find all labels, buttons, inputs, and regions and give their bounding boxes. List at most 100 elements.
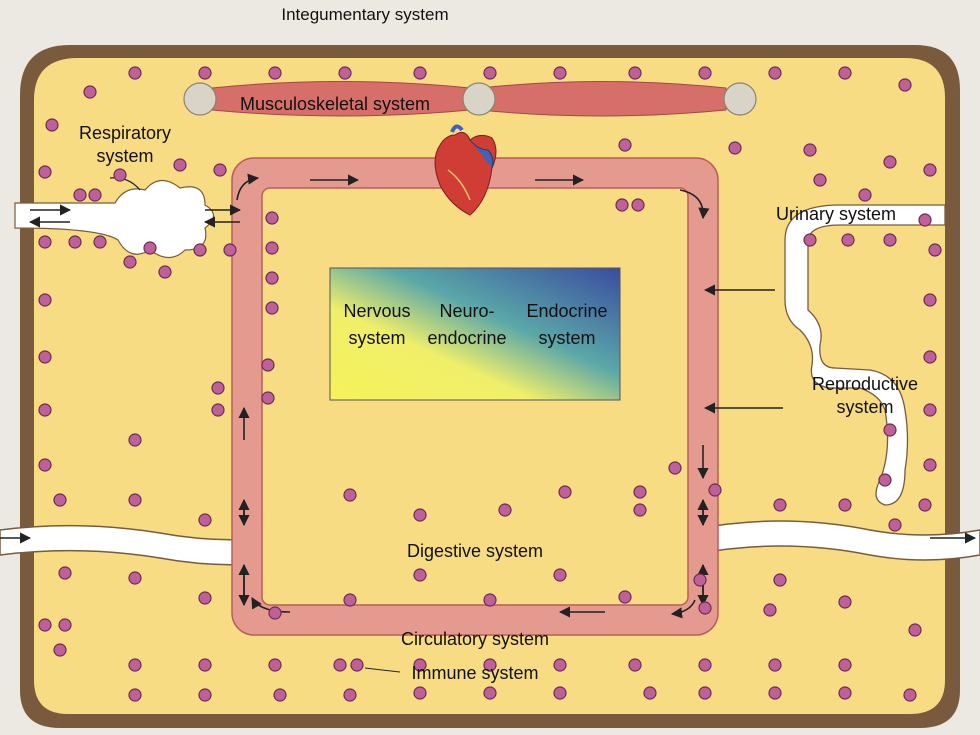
immune-cell [265, 241, 279, 255]
immune-cell [45, 118, 59, 132]
label-circulatory: Circulatory system [401, 629, 549, 649]
immune-cell [338, 66, 352, 80]
immune-cell [838, 66, 852, 80]
immune-cell [768, 686, 782, 700]
immune-cell [878, 473, 892, 487]
immune-cell [198, 658, 212, 672]
immune-cell [628, 658, 642, 672]
immune-cell [343, 488, 357, 502]
label-immune: Immune system [411, 663, 538, 683]
immune-cell [261, 391, 275, 405]
immune-cell [838, 595, 852, 609]
label-endocrine-line1: Endocrine [526, 301, 607, 321]
immune-cell [631, 198, 645, 212]
bone-joint-right [723, 82, 757, 116]
immune-cell [923, 163, 937, 177]
immune-cell [918, 213, 932, 227]
immune-cell [668, 461, 682, 475]
immune-cell [193, 243, 207, 257]
immune-cell [143, 241, 157, 255]
label-reproductive-line1: Reproductive [812, 374, 918, 394]
immune-cell [698, 66, 712, 80]
immune-cell [268, 66, 282, 80]
immune-cell [483, 658, 497, 672]
immune-cell [265, 271, 279, 285]
immune-cell [803, 143, 817, 157]
immune-cell [413, 66, 427, 80]
immune-cell [38, 350, 52, 364]
label-digestive: Digestive system [407, 541, 543, 561]
immune-cell [763, 603, 777, 617]
immune-cell [838, 498, 852, 512]
immune-cell [211, 403, 225, 417]
immune-cell [615, 198, 629, 212]
immune-cell [923, 403, 937, 417]
bone-joint-left [183, 82, 217, 116]
immune-cell [38, 165, 52, 179]
label-respiratory-line1: Respiratory [79, 123, 171, 143]
immune-cell [708, 483, 722, 497]
immune-cell [58, 566, 72, 580]
bone-joint-middle [462, 82, 496, 116]
immune-cell [558, 485, 572, 499]
immune-cells [38, 66, 942, 702]
immune-cell [38, 235, 52, 249]
immune-cell [261, 358, 275, 372]
immune-cell [498, 503, 512, 517]
immune-cell [128, 433, 142, 447]
immune-cell [128, 688, 142, 702]
immune-cell [643, 686, 657, 700]
immune-cell [38, 458, 52, 472]
immune-cell [918, 498, 932, 512]
immune-cell [343, 593, 357, 607]
label-nervous-line2: system [348, 328, 405, 348]
immune-cell [928, 243, 942, 257]
immune-cell [198, 66, 212, 80]
label-reproductive-line2: system [836, 397, 893, 417]
immune-cell [888, 518, 902, 532]
immune-cell [223, 243, 237, 257]
immune-cell [38, 403, 52, 417]
immune-cell [698, 686, 712, 700]
label-integumentary: Integumentary system [281, 5, 448, 24]
immune-cell [903, 688, 917, 702]
immune-cell [265, 301, 279, 315]
immune-cell [768, 658, 782, 672]
immune-cell [198, 513, 212, 527]
immune-cell [553, 686, 567, 700]
immune-cell [553, 66, 567, 80]
immune-cell [268, 606, 282, 620]
immune-cell [68, 235, 82, 249]
label-musculoskeletal: Musculoskeletal system [240, 94, 430, 114]
immune-cell [198, 688, 212, 702]
immune-cell [633, 503, 647, 517]
immune-cell [343, 688, 357, 702]
immune-cell [883, 423, 897, 437]
immune-cell [698, 658, 712, 672]
immune-cell [838, 658, 852, 672]
immune-cell [53, 493, 67, 507]
immune-cell [858, 188, 872, 202]
immune-cell [198, 591, 212, 605]
immune-cell [38, 293, 52, 307]
immune-cell [923, 350, 937, 364]
immune-cell [53, 643, 67, 657]
immune-cell [923, 458, 937, 472]
immune-cell [58, 618, 72, 632]
immune-cell [773, 498, 787, 512]
immune-cell [268, 658, 282, 672]
immune-cell [553, 568, 567, 582]
immune-cell [93, 235, 107, 249]
immune-cell-icon [333, 658, 401, 673]
heart-icon [434, 124, 497, 216]
immune-cell [173, 158, 187, 172]
immune-cell [213, 163, 227, 177]
immune-cell [553, 658, 567, 672]
immune-cell [83, 85, 97, 99]
urinary-tract [784, 204, 946, 506]
immune-cell [618, 590, 632, 604]
immune-cell [898, 78, 912, 92]
immune-cell [113, 168, 127, 182]
immune-cell [483, 66, 497, 80]
